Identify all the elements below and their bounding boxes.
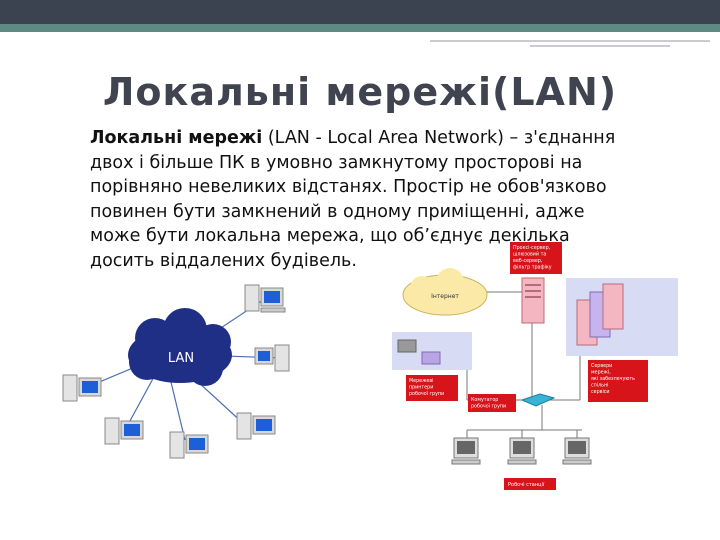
- top-bar: [0, 0, 720, 24]
- slide-title: Локальні мережі(LAN): [102, 70, 618, 114]
- workstations-callout: Робочі станції: [504, 478, 556, 490]
- network-topology-diagram: Інтернет Проксі-сервер, шлюзовий та веб-…: [392, 242, 678, 490]
- definition-text: (LAN - Local Area Network) – з'єднання д…: [90, 128, 616, 271]
- decorative-line: [430, 40, 710, 42]
- term: Локальні мережі: [90, 128, 263, 148]
- lan-cloud: LAN: [128, 308, 232, 386]
- proxy-server-icon: [521, 277, 545, 324]
- computer-icon: [62, 374, 102, 402]
- decorative-line: [530, 45, 670, 47]
- definition-paragraph: Локальні мережі (LAN - Local Area Networ…: [90, 126, 635, 273]
- accent-stripe: [0, 24, 720, 32]
- lan-diagram: LAN: [62, 284, 290, 459]
- svg-text:Проксі-сервер, шлюзовий: Проксі-сервер, шлюзовий та веб-сервер, ф…: [513, 245, 552, 271]
- servers-group: [566, 278, 678, 356]
- switch-callout: Комутатор робочої групи: [468, 394, 516, 412]
- switch-icon: [520, 393, 556, 407]
- printers-group: [392, 332, 472, 370]
- printers-callout: Мережеві принтери робочої групи: [406, 375, 458, 401]
- internet-cloud: Інтернет: [402, 268, 488, 316]
- lan-label: LAN: [168, 351, 194, 366]
- computer-icon: [244, 284, 286, 313]
- internet-label: Інтернет: [431, 293, 459, 300]
- computer-icon: [169, 431, 209, 459]
- computer-icon: [104, 417, 144, 445]
- proxy-callout: Проксі-сервер, шлюзовий та веб-сервер, ф…: [510, 242, 562, 274]
- workstation-icon: [451, 437, 481, 465]
- servers-callout: Сервери мережі, які забезпечують спільні…: [588, 360, 648, 402]
- svg-text:Комутатор робочої групи: Комутатор робочої групи: [471, 397, 506, 410]
- svg-text:Мережеві принтери: Мережеві принтери робочої групи: [409, 378, 444, 397]
- computer-icon: [254, 344, 290, 372]
- workstation-icon: [507, 437, 537, 465]
- svg-text:Робочі станції: Робочі станції: [508, 482, 545, 488]
- svg-text:Сервери мережі, як: Сервери мережі, які забезпечують спільні…: [591, 363, 637, 395]
- computer-icon: [236, 412, 276, 440]
- workstation-icon: [562, 437, 592, 465]
